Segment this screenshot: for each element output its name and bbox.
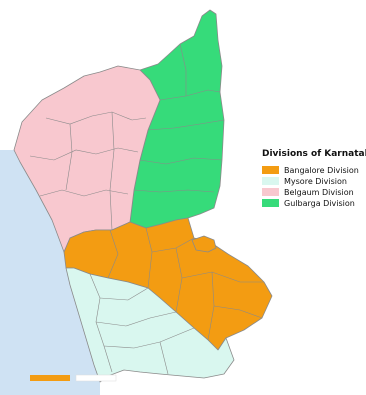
legend-label: Mysore Division (284, 176, 347, 186)
legend-swatch (262, 188, 279, 196)
legend-label: Belgaum Division (284, 187, 354, 197)
map-legend: Divisions of Karnataka Bangalore Divisio… (262, 149, 366, 209)
legend-swatch (262, 199, 279, 207)
legend-item-bangalore: Bangalore Division (262, 165, 366, 175)
legend-title: Divisions of Karnataka (262, 149, 366, 159)
district-borders (29, 43, 264, 375)
arabian-sea (0, 150, 100, 395)
scale-bar-segment (30, 375, 70, 381)
legend-item-mysore: Mysore Division (262, 176, 366, 186)
legend-label: Gulbarga Division (284, 198, 355, 208)
legend-label: Bangalore Division (284, 165, 359, 175)
scale-bar-segment (75, 374, 117, 382)
legend-item-gulbarga: Gulbarga Division (262, 198, 366, 208)
legend-swatch (262, 166, 279, 174)
region-mysore-division (65, 267, 235, 383)
legend-item-belgaum: Belgaum Division (262, 187, 366, 197)
region-bangalore-enclave (191, 235, 217, 253)
legend-swatch (262, 177, 279, 185)
